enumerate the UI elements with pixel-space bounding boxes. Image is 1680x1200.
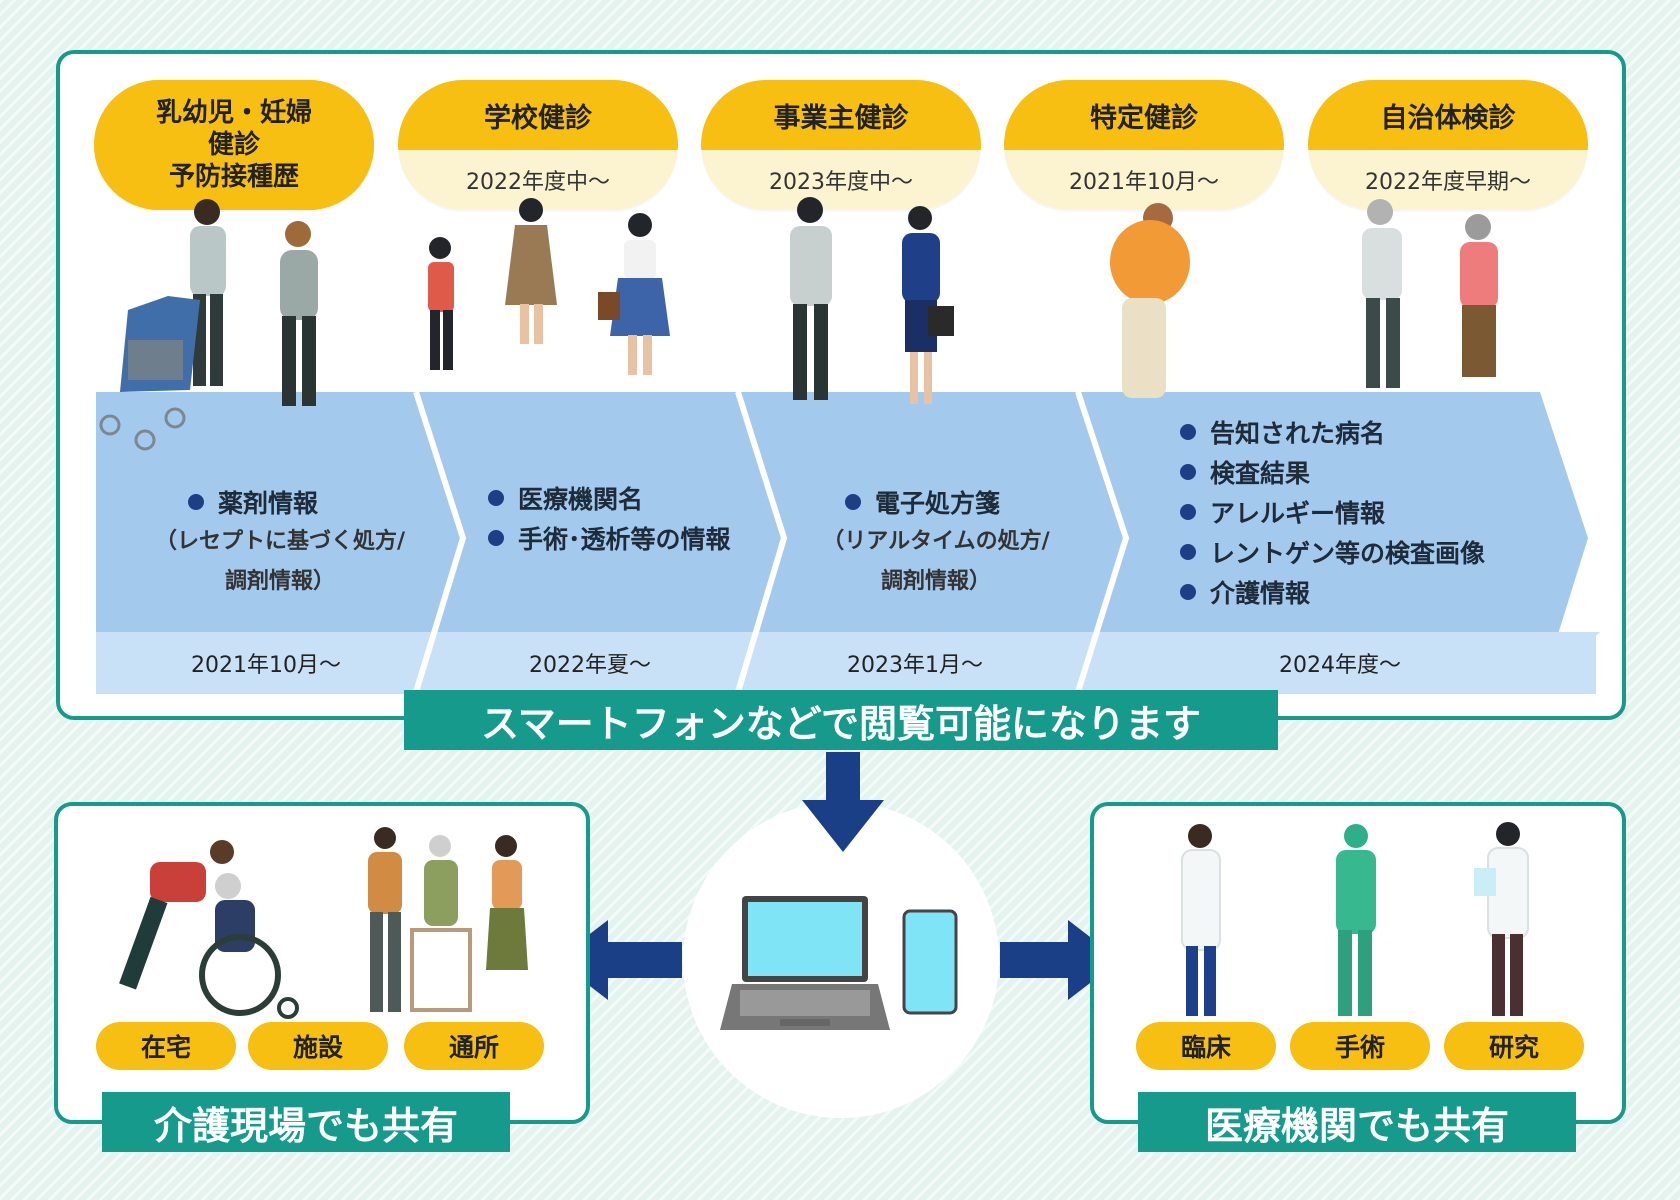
checkup-title: 学校健診 [398,80,678,150]
stage-item-label: レントゲン等の検査画像 [1210,539,1486,568]
stage-item: 手術･透析等の情報 [488,518,731,558]
medical-label: 医療機関でも共有 [1138,1092,1576,1152]
businesswoman-illustration [902,206,954,404]
stage-date: 2021年10月〜 [191,653,341,678]
laptop-icon [720,896,890,1030]
stage-item-label: 検査結果 [1210,459,1311,488]
bullet-dot-icon [1180,464,1196,480]
father-with-stroller-illustration [99,199,226,451]
care-label: 介護現場でも共有 [102,1092,510,1152]
band-stage-2 [418,392,782,692]
smartphone-banner: スマートフォンなどで閲覧可能になります [404,690,1278,750]
student-girl-illustration [598,213,670,375]
stage-item-label: 告知された病名 [1210,419,1386,448]
bullet-dot-icon [188,494,204,510]
place-pill-clinical: 臨床 [1136,1022,1276,1070]
stage-date: 2023年1月〜 [847,653,983,678]
place-pill-surgery: 手術 [1290,1022,1430,1070]
checkup-title-line: 健診 [207,130,260,160]
stage-item: 検査結果 [1180,452,1485,492]
checkup-date: 2021年10月〜 [1069,170,1219,195]
surgeon-illustration [1336,824,1376,1016]
stage-2-content: 医療機関名 手術･透析等の情報 [488,478,731,558]
checkup-title: 特定健診 [1004,80,1284,150]
band-stage-1 [96,392,467,692]
girl-illustration [505,198,557,344]
stage-note-line: （レセプトに基づく処方/ [154,529,406,554]
stage-item-label: 手術･透析等の情報 [518,525,731,554]
place-pill-daycare: 通所 [404,1022,544,1070]
stage-3-note: （リアルタイムの処方/ 調剤情報） [786,522,1086,602]
stage-item-label: アレルギー情報 [1210,499,1386,528]
businessman-illustration [790,197,832,400]
stage-4-content: 告知された病名 検査結果 アレルギー情報 レントゲン等の検査画像 介護情報 [1180,412,1485,612]
stage-item: 電子処方箋 [845,482,1000,522]
bullet-dot-icon [845,494,861,510]
stage-note-line: 調剤情報） [224,569,335,594]
place-pill-home: 在宅 [96,1022,236,1070]
checkup-pill-infant: 乳幼児・妊婦 健診 予防接種歴 [94,80,374,210]
checkup-title: 自治体検診 [1308,80,1588,150]
checkup-pill-municipal: 自治体検診 2022年度早期〜 [1308,80,1588,210]
stage-note-line: 調剤情報） [880,569,991,594]
doctor-clinical-illustration [1181,824,1221,1016]
band-stage-3 [740,392,1124,692]
checkup-date: 2022年度早期〜 [1365,170,1531,195]
bullet-dot-icon [488,530,504,546]
stage-item-label: 電子処方箋 [875,489,1001,518]
band-stage-4 [1080,392,1588,692]
elderly-man-illustration [1362,199,1402,388]
stage-1-note: （レセプトに基づく処方/ 調剤情報） [130,522,430,602]
place-pill-research: 研究 [1444,1022,1584,1070]
caregiver-wheelchair-illustration [119,840,299,1019]
place-pill-facility: 施設 [248,1022,388,1070]
stage-date: 2024年度〜 [1279,653,1401,678]
pregnant-woman-illustration [280,221,318,406]
walker-assistance-illustration [368,827,528,1012]
stage-item: 告知された病名 [1180,412,1485,452]
middle-aged-man-illustration [1110,203,1190,398]
bullet-dot-icon [1180,504,1196,520]
stage-item: レントゲン等の検査画像 [1180,532,1485,572]
stage-item: アレルギー情報 [1180,492,1485,532]
checkup-title-line: 乳幼児・妊婦 [155,98,312,128]
down-arrow-icon [802,752,884,852]
stage-item: 医療機関名 [488,478,731,518]
researcher-illustration [1474,822,1529,1016]
stage-item-label: 薬剤情報 [218,489,319,518]
smartphone-icon [902,909,958,1015]
stage-item-label: 介護情報 [1210,579,1311,608]
stage-1-content: 薬剤情報 [188,482,318,522]
bullet-dot-icon [488,490,504,506]
bullet-dot-icon [1180,544,1196,560]
checkup-pill-employer: 事業主健診 2023年度中〜 [701,80,981,210]
elderly-woman-illustration [1460,214,1498,377]
stage-note-line: （リアルタイムの処方/ [822,529,1050,554]
stage-3-content: 電子処方箋 [845,482,1000,522]
checkup-title: 事業主健診 [701,80,981,150]
bullet-dot-icon [1180,584,1196,600]
boy-illustration [428,237,454,370]
checkup-pill-school: 学校健診 2022年度中〜 [398,80,678,210]
checkup-date: 2023年度中〜 [769,170,913,195]
stage-item: 薬剤情報 [188,482,318,522]
stage-date: 2022年夏〜 [529,653,651,678]
checkup-title-line: 予防接種歴 [168,162,299,192]
stage-item: 介護情報 [1180,572,1485,612]
stage-item-label: 医療機関名 [518,485,644,514]
bullet-dot-icon [1180,424,1196,440]
checkup-pill-specific: 特定健診 2021年10月〜 [1004,80,1284,210]
checkup-date: 2022年度中〜 [466,170,610,195]
